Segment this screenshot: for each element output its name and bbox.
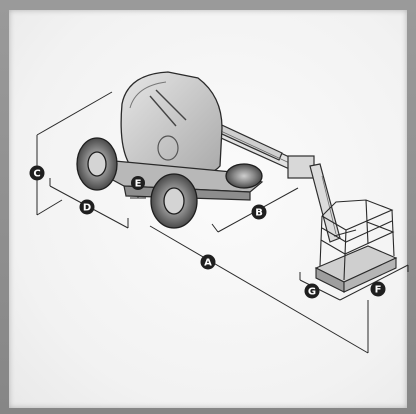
svg-text:F: F	[375, 285, 382, 296]
dimension-label-f: F	[370, 281, 386, 297]
dimension-label-b: B	[251, 204, 267, 220]
svg-text:A: A	[204, 258, 212, 269]
diagram-sheet	[9, 10, 407, 408]
svg-text:E: E	[135, 179, 142, 190]
svg-text:D: D	[83, 203, 91, 214]
turret-body	[120, 71, 223, 177]
dimension-label-d: D	[79, 199, 95, 215]
dimension-label-g: G	[304, 283, 320, 299]
rear-right-wheel	[225, 163, 263, 189]
svg-text:C: C	[33, 169, 40, 180]
dimension-label-e: E	[131, 176, 145, 190]
dimension-label-a: A	[200, 254, 216, 270]
svg-text:G: G	[308, 287, 316, 298]
svg-text:B: B	[255, 208, 263, 219]
dimension-label-c: C	[29, 165, 45, 181]
work-platform	[314, 199, 398, 293]
rear-left-wheel	[150, 173, 198, 229]
front-left-wheel	[76, 137, 118, 191]
